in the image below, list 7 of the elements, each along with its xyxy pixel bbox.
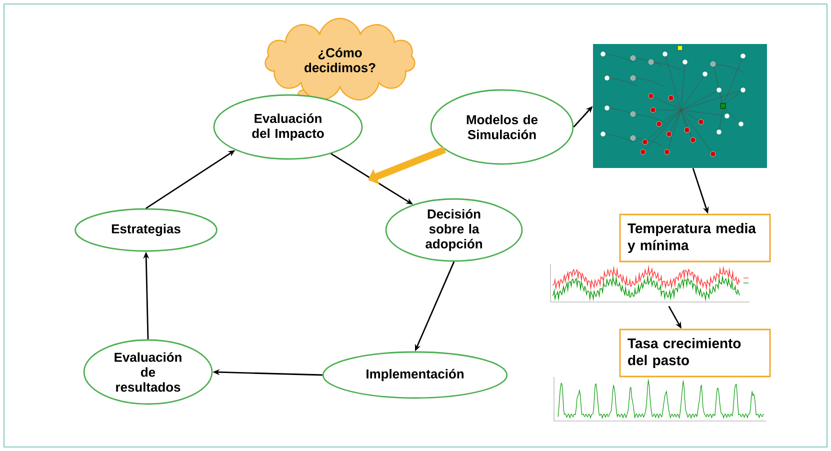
result-box: Temperatura media y mínima xyxy=(619,214,771,262)
growth-chart-picture xyxy=(554,376,766,422)
network-picture xyxy=(593,44,767,168)
arrow xyxy=(368,146,446,184)
temperature-chart-picture xyxy=(550,264,750,302)
thought-cloud: ¿Cómo decidimos? xyxy=(264,18,416,101)
result-box: Tasa crecimiento del pasto xyxy=(619,328,771,378)
